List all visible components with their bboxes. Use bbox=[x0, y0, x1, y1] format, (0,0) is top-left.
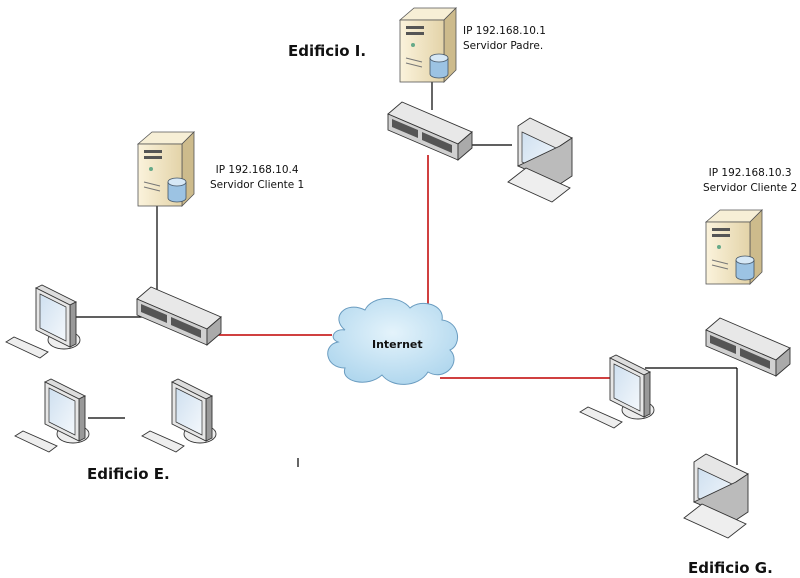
server-cliente1-name: Servidor Cliente 1 bbox=[210, 179, 305, 191]
internet-label: Internet bbox=[372, 338, 423, 351]
internet-cloud bbox=[327, 298, 458, 385]
server-cliente1-caption: IP 192.168.10.4 Servidor Cliente 1 bbox=[210, 163, 304, 193]
server-cliente2-icon bbox=[705, 209, 763, 285]
edificio-g-label: Edificio G. bbox=[688, 559, 773, 577]
pc-edificio-g-icon bbox=[579, 354, 655, 429]
server-cliente2-name: Servidor Cliente 2 bbox=[703, 182, 798, 194]
server-cliente2-ip: IP 192.168.10.3 bbox=[708, 167, 792, 179]
switch-edificio-i-icon bbox=[387, 101, 473, 161]
pc-edificio-e-3-icon bbox=[141, 378, 217, 453]
switch-edificio-e-icon bbox=[136, 286, 222, 346]
switch-edificio-g-icon bbox=[705, 317, 791, 377]
server-cliente1-ip: IP 192.168.10.4 bbox=[215, 164, 299, 176]
wan-links bbox=[218, 155, 612, 379]
lan-links bbox=[75, 80, 738, 467]
edificio-e-label: Edificio E. bbox=[87, 465, 170, 483]
laptop-edificio-i-icon bbox=[507, 117, 573, 203]
server-cliente2-caption: IP 192.168.10.3 Servidor Cliente 2 bbox=[703, 166, 797, 196]
server-cliente1-icon bbox=[137, 131, 195, 207]
server-padre-ip: IP 192.168.10.1 bbox=[463, 25, 546, 37]
pc-edificio-e-2-icon bbox=[14, 378, 90, 453]
server-padre-name: Servidor Padre. bbox=[463, 40, 544, 52]
laptop-edificio-g-icon bbox=[683, 453, 749, 539]
pc-edificio-e-1-icon bbox=[5, 284, 81, 359]
server-padre-caption: IP 192.168.10.1 Servidor Padre. bbox=[463, 24, 546, 54]
edificio-i-label: Edificio I. bbox=[288, 42, 367, 60]
server-padre-icon bbox=[399, 7, 457, 83]
